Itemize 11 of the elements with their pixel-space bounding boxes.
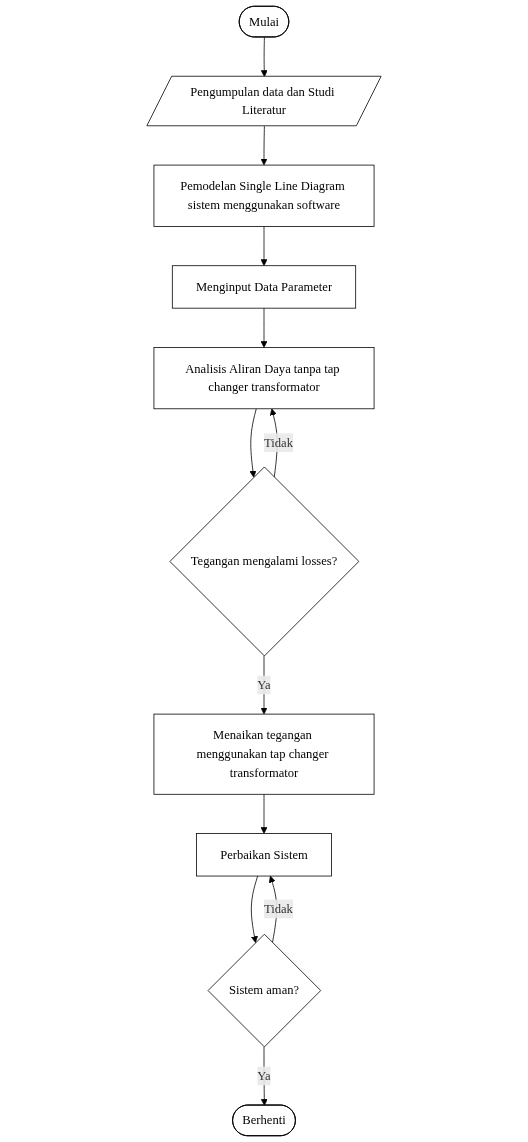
edge-label: Ya: [257, 677, 271, 692]
edge-label: Ya: [257, 1068, 271, 1083]
node-diamond: Sistem aman?: [207, 933, 322, 1048]
node-box: Menginput Data Parameter: [171, 265, 357, 309]
edge-label: Tidak: [264, 435, 293, 449]
node-diamond: Tegangan mengalami losses?: [169, 466, 360, 657]
node-box: Analisis Aliran Daya tanpa tap changer transformator: [153, 347, 375, 410]
node-box: Pemodelan Single Line Diagram sistem menggunakan software: [153, 164, 375, 227]
node-box: Menaikan tegangan menggunakan tap changer transformator: [153, 713, 375, 795]
node-box: Perbaikan Sistem: [196, 833, 332, 877]
edge-label: Tidak: [263, 901, 293, 916]
